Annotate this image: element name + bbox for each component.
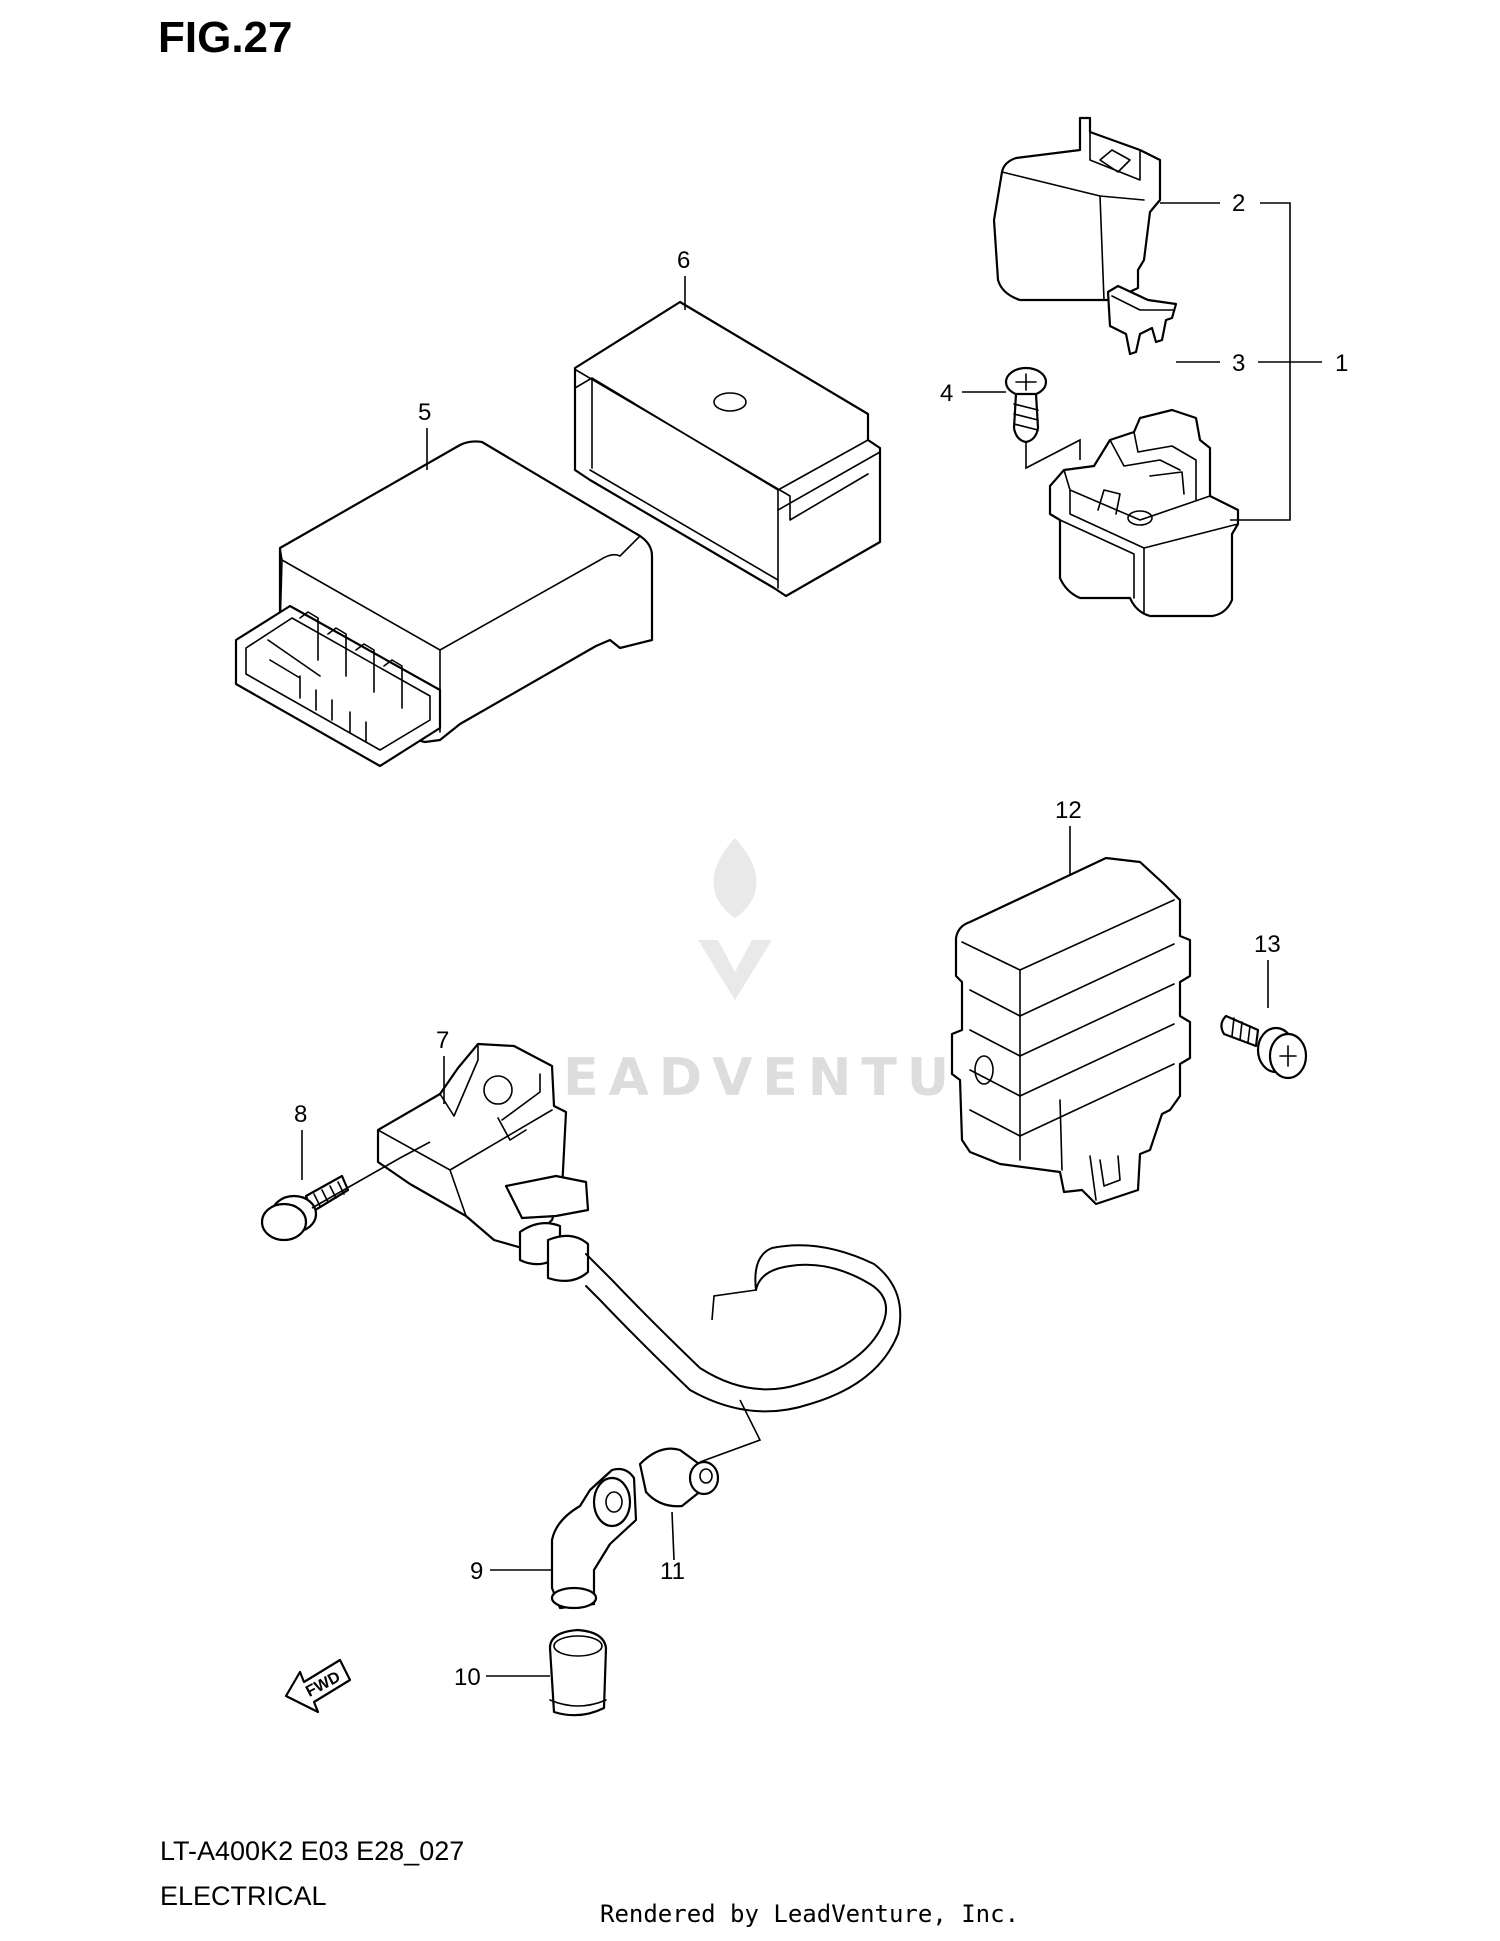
callout-7: 7: [436, 1027, 449, 1054]
part-11-spark-plug-cap[interactable]: [638, 1447, 720, 1508]
part-7-high-tension-lead: [585, 1244, 902, 1463]
footer-model-code: LT-A400K2 E03 E28_027: [160, 1836, 464, 1866]
figure-title: FIG.27: [158, 13, 293, 62]
callout-11: 11: [660, 1558, 685, 1585]
part-5-cdi-unit[interactable]: [234, 440, 654, 768]
callout-2: 2: [1232, 190, 1245, 217]
callout-labels: 1 2 3 4 5 6 7 8 9 10 11 12 13: [294, 190, 1348, 1691]
callout-6: 6: [677, 247, 690, 274]
fwd-arrow-icon: FWD: [284, 1658, 352, 1714]
part-13-bolt[interactable]: [1220, 1014, 1308, 1080]
part-6-cover[interactable]: [573, 300, 882, 598]
part-8-bolt[interactable]: [260, 1141, 431, 1242]
callout-13: 13: [1254, 931, 1281, 958]
part-2-relay-cap[interactable]: [992, 116, 1162, 302]
part-10-cap[interactable]: [548, 1628, 608, 1717]
callout-5: 5: [418, 399, 431, 426]
part-3-fuse[interactable]: [1106, 284, 1178, 356]
callout-8: 8: [294, 1101, 307, 1128]
callout-12: 12: [1055, 797, 1082, 824]
footer-section: ELECTRICAL: [160, 1881, 327, 1911]
part-4-screw[interactable]: [1004, 366, 1081, 470]
callout-leaders: [301, 202, 1322, 1677]
part-12-regulator-rectifier[interactable]: [950, 856, 1192, 1206]
callout-3: 3: [1232, 350, 1245, 377]
callout-1: 1: [1335, 350, 1348, 377]
footer-credit: Rendered by LeadVenture, Inc.: [600, 1900, 1019, 1928]
part-9-plug-cap-elbow[interactable]: [550, 1467, 638, 1610]
part-7-ignition-coil[interactable]: [376, 1042, 590, 1283]
callout-10: 10: [454, 1664, 481, 1691]
callout-9: 9: [470, 1558, 483, 1585]
part-1-starter-relay[interactable]: [1048, 408, 1240, 618]
callout-4: 4: [940, 380, 953, 407]
